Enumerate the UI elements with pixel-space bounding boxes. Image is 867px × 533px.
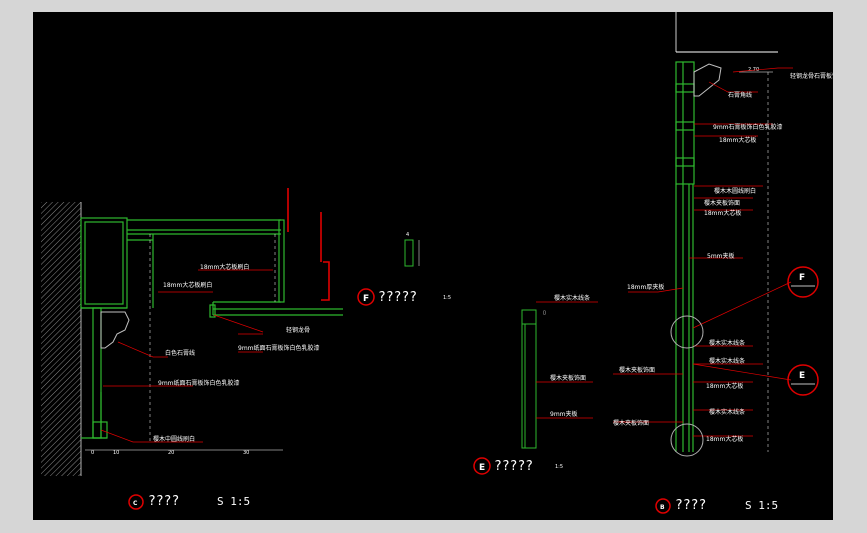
detail-marker-f-label: F bbox=[363, 294, 369, 304]
detail-f: 4 F ????? 1:5 bbox=[357, 232, 451, 306]
detail-marker-e-label: E bbox=[479, 463, 485, 473]
detail-f-title: ????? bbox=[378, 290, 417, 305]
cad-drawing: 0 10 20 30 18mm大芯板刷白 18mm大芯板刷白 轻钢龙骨 9mm纸… bbox=[41, 12, 833, 514]
wall-hatch bbox=[41, 202, 81, 476]
cornice bbox=[693, 63, 722, 97]
detail-left-title: ???? bbox=[148, 494, 179, 509]
callout-right-2: 石膏角线 bbox=[728, 91, 752, 99]
callout-right-5: 樱木木圆线刷白 bbox=[714, 187, 756, 195]
callout-right-14: 樱木实木线条 bbox=[709, 408, 745, 416]
detail-f-profile bbox=[404, 239, 414, 267]
detail-circle-e bbox=[670, 423, 704, 457]
detail-marker-b bbox=[655, 498, 671, 514]
detail-left-scale: S 1:5 bbox=[217, 495, 250, 508]
callout-right-3: 9mm石膏板饰白色乳胶漆 bbox=[713, 123, 783, 131]
detail-f-dim: 4 bbox=[406, 232, 409, 238]
section-marker-e-label: E bbox=[799, 371, 805, 381]
section-marker-e bbox=[787, 364, 819, 396]
detail-circle-f bbox=[670, 315, 704, 349]
dim-3: 30 bbox=[243, 450, 249, 456]
cad-drawing-canvas: 0 10 20 30 18mm大芯板刷白 18mm大芯板刷白 轻钢龙骨 9mm纸… bbox=[33, 12, 833, 520]
wall-panel bbox=[675, 61, 695, 452]
svg-text:▯: ▯ bbox=[543, 310, 546, 316]
callout-e-1: 樱木实木线条 bbox=[554, 294, 590, 302]
callout-right-1: 轻钢龙骨石膏板饰乳胶漆 bbox=[790, 72, 833, 80]
callout-right-12: 樱木夹板饰面 bbox=[619, 366, 655, 374]
callout-e-2: 樱木夹板饰面 bbox=[550, 374, 586, 382]
callout-left-7: 樱木中圆线刷白 bbox=[153, 435, 195, 443]
detail-marker-b-label: B bbox=[660, 504, 665, 511]
callout-right-7: 18mm大芯板 bbox=[704, 209, 741, 217]
detail-marker-c bbox=[128, 494, 144, 510]
callout-left-2: 18mm大芯板刷白 bbox=[163, 281, 212, 289]
detail-marker-e bbox=[473, 457, 491, 475]
ceiling-frame bbox=[80, 217, 343, 439]
callout-left-6: 9mm纸面石膏板饰白色乳胶漆 bbox=[158, 379, 240, 387]
callout-left-5: 白色石膏线 bbox=[165, 349, 195, 357]
callouts-left: 18mm大芯板刷白 18mm大芯板刷白 轻钢龙骨 9mm纸面石膏板饰白色乳胶漆 … bbox=[153, 263, 320, 443]
detail-right-title: ???? bbox=[675, 498, 706, 513]
detail-marker-f bbox=[357, 288, 375, 306]
leaders-right bbox=[613, 67, 793, 437]
dim-1: 10 bbox=[113, 450, 119, 456]
detail-f-scale: 1:5 bbox=[443, 295, 451, 301]
callout-left-4: 9mm纸面石膏板饰白色乳胶漆 bbox=[238, 344, 320, 352]
leaders-left bbox=[100, 269, 273, 443]
detail-right-scale: S 1:5 bbox=[745, 499, 778, 512]
dimension-ticks: 0 10 20 30 bbox=[91, 450, 249, 456]
callout-right-9: 18mm厚夹板 bbox=[627, 283, 664, 291]
dim-2: 20 bbox=[168, 450, 174, 456]
section-cut-mark bbox=[287, 188, 330, 301]
callout-e-3: 9mm夹板 bbox=[550, 410, 578, 418]
detail-e-title: ????? bbox=[494, 459, 533, 474]
detail-e-scale: 1:5 bbox=[555, 464, 563, 470]
leaders-e bbox=[536, 301, 598, 419]
callout-left-3: 轻钢龙骨 bbox=[286, 326, 310, 334]
section-marker-f-label: F bbox=[799, 273, 805, 283]
callout-right-4: 18mm大芯板 bbox=[719, 136, 756, 144]
dim-0: 0 bbox=[91, 450, 94, 456]
detail-left: 0 10 20 30 18mm大芯板刷白 18mm大芯板刷白 轻钢龙骨 9mm纸… bbox=[41, 188, 343, 510]
callout-left-1: 18mm大芯板刷白 bbox=[200, 263, 249, 271]
callout-right-16: 18mm大芯板 bbox=[706, 435, 743, 443]
callout-right-10: 樱木实木线条 bbox=[709, 339, 745, 347]
detail-marker-c-label: C bbox=[133, 500, 138, 507]
callout-right-13: 18mm大芯板 bbox=[706, 382, 743, 390]
crown-moulding bbox=[100, 311, 130, 349]
callout-right-8: 5mm夹板 bbox=[707, 252, 735, 260]
callout-right-15: 樱木夹板饰面 bbox=[613, 419, 649, 427]
callouts-right: 轻钢龙骨石膏板饰乳胶漆 石膏角线 9mm石膏板饰白色乳胶漆 18mm大芯板 樱木… bbox=[613, 72, 833, 443]
callout-right-6: 樱木夹板饰面 bbox=[704, 199, 740, 207]
section-marker-f bbox=[787, 266, 819, 298]
detail-right: 2.70 bbox=[613, 12, 833, 514]
detail-e: ▯ 樱木实木线条 樱木夹板饰面 9mm夹板 E ????? 1:5 bbox=[473, 294, 598, 475]
callout-right-11: 樱木实木线条 bbox=[709, 357, 745, 365]
